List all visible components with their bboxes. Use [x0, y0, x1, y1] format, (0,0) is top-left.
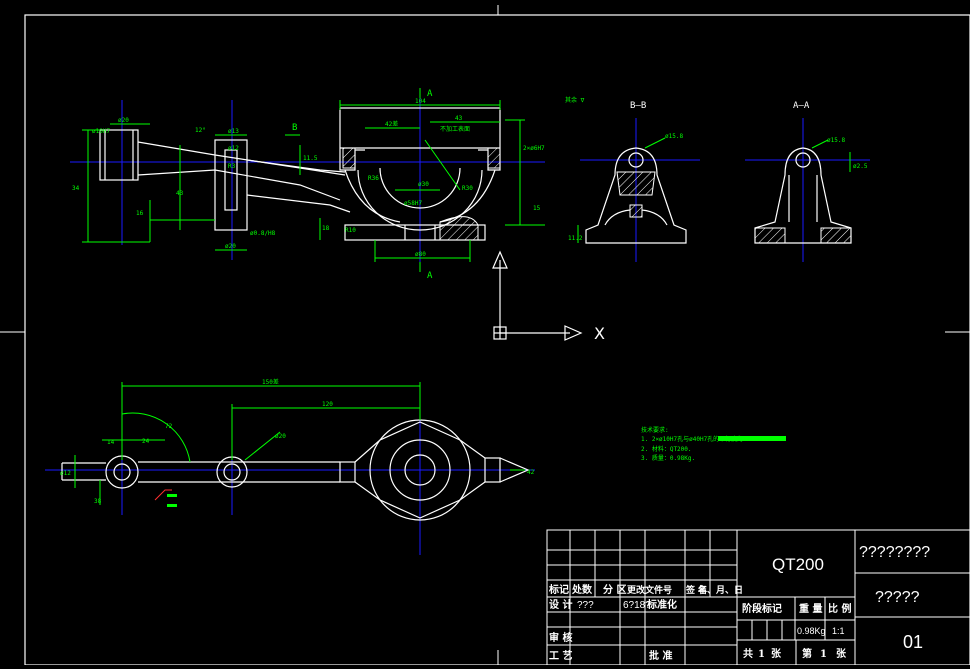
section-a-bottom-label: A	[427, 271, 433, 281]
dim-16: 16	[136, 210, 144, 217]
dim-150: 150差	[262, 378, 279, 386]
notes-title: 技术要求:	[641, 426, 669, 434]
hdr-zone: 分 区	[603, 583, 626, 596]
hdr-change-doc: 更改文件号	[627, 584, 672, 596]
dim-104: 104	[415, 98, 426, 105]
ucs-icon	[492, 250, 583, 341]
dim-bb-h: 11.2	[568, 235, 583, 242]
dim-14: 14	[107, 439, 115, 446]
dim-15: 15	[533, 205, 541, 212]
sheet-sheets-label: 张	[836, 647, 847, 660]
top-view[interactable]: 150差 120 14 24 72 ø20 38 ø12 42	[45, 378, 535, 555]
section-bb-title: B—B	[630, 101, 646, 111]
design-date: 6?18?	[623, 600, 651, 611]
dim-pl: ø12	[60, 470, 71, 477]
stage-mark-label: 阶段标记	[742, 602, 782, 615]
dim-42-top: 42	[527, 469, 535, 476]
dim-20b: ø20	[225, 243, 236, 250]
title-block[interactable]: QT200 ???????? ????? 01 标记 处数 分 区 更改文件号 …	[546, 529, 970, 666]
review-label: 审 核	[549, 631, 572, 644]
dim-12b: ø12	[228, 145, 239, 152]
dim-13: ø13	[228, 128, 239, 135]
dim-72: 72	[165, 423, 173, 430]
note-unmachined: 不加工表面	[440, 125, 470, 133]
notes-line-2: 2. 材料：QT200.	[641, 445, 692, 453]
dim-24: 24	[142, 438, 150, 445]
scale-value: 1:1	[832, 626, 845, 636]
section-b-label: B	[292, 123, 297, 133]
dim-80: ø80	[415, 251, 426, 258]
front-centerlines	[70, 95, 545, 270]
dim-43b: 43	[176, 190, 184, 197]
dim-aa-dim: ø2.5	[853, 163, 868, 170]
process-label: 工 艺	[549, 649, 572, 662]
dim-bb-r: ø15.8	[665, 133, 683, 140]
design-label: 设 计	[549, 598, 572, 611]
dim-34: 34	[72, 185, 80, 192]
sheet-value: 1	[820, 649, 827, 660]
dim-120: 120	[322, 401, 333, 408]
front-hatch	[342, 147, 501, 241]
notes-line-3: 3. 质量：0.98Kg.	[641, 454, 695, 462]
material-name: QT200	[772, 555, 824, 574]
technical-notes: 技术要求: 1. 2×ø10H7孔与ø40H7孔的平行度为0.1. 2. 材料：…	[641, 426, 786, 462]
section-bb-view[interactable]: 其余 ∇ B—B ø15.8 11.2	[565, 96, 700, 262]
dim-58: ø58H7	[404, 200, 422, 207]
dim-30: ø30	[418, 181, 429, 188]
total-sheets-label: 张	[771, 647, 782, 660]
hdr-date: 年、月、日	[698, 584, 743, 596]
front-outline	[99, 107, 501, 241]
section-aa-title: A—A	[793, 101, 810, 111]
hdr-count: 处数	[571, 583, 593, 596]
section-a-top-label: A	[427, 89, 433, 99]
dim-18: 18	[322, 225, 330, 232]
notes-line-1: 1. 2×ø10H7孔与ø40H7孔的平行度为0.1.	[641, 435, 758, 443]
dim-10: ø10H7	[92, 128, 110, 135]
front-view[interactable]: A A B 104 43 42差 ø20 ø10H7 12° ø13 ø12 R…	[70, 88, 545, 281]
x-axis-label: X	[594, 324, 605, 343]
drawing-number: 01	[903, 632, 923, 652]
drawing-border	[24, 14, 970, 666]
section-aa-view[interactable]: A—A ø15.8 ø2.5	[745, 101, 870, 262]
total-value: 1	[758, 649, 765, 660]
scale-label: 比 例	[828, 602, 851, 615]
approve-label: 批 准	[649, 649, 672, 662]
dim-12: 12°	[195, 127, 206, 134]
total-label: 共	[743, 647, 753, 660]
weight-value: 0.98Kg	[797, 626, 826, 636]
company-name: ?????	[875, 589, 920, 606]
dim-42: 42差	[385, 120, 398, 128]
dim-11-5: 11.5	[303, 155, 318, 162]
hdr-mark: 标记	[548, 583, 569, 596]
standardization-label: 标准化	[646, 598, 677, 611]
hdr-signature: 签 名	[685, 584, 707, 596]
sheet-label: 第	[802, 647, 812, 660]
dim-0-8: ø0.8/H8	[250, 230, 276, 237]
dim-43: 43	[455, 115, 463, 122]
surface-mark: 其余 ∇	[565, 96, 585, 104]
dim-38: 38	[94, 498, 102, 505]
centering-marks	[0, 5, 970, 665]
dim-r10: R10	[345, 227, 356, 234]
weight-label: 重 量	[799, 602, 822, 615]
front-dimensions	[82, 100, 545, 262]
dim-r3: R3	[228, 163, 236, 170]
dim-20a: ø20	[118, 117, 129, 124]
dim-20-top: ø20	[275, 433, 286, 440]
dim-36: R36	[368, 175, 379, 182]
dim-2x: 2×ø6H7	[523, 145, 545, 152]
dim-r30: R30	[462, 185, 473, 192]
dim-aa-r: ø15.8	[827, 137, 845, 144]
design-name: ???	[577, 600, 594, 611]
drawing-name: ????????	[859, 544, 930, 561]
